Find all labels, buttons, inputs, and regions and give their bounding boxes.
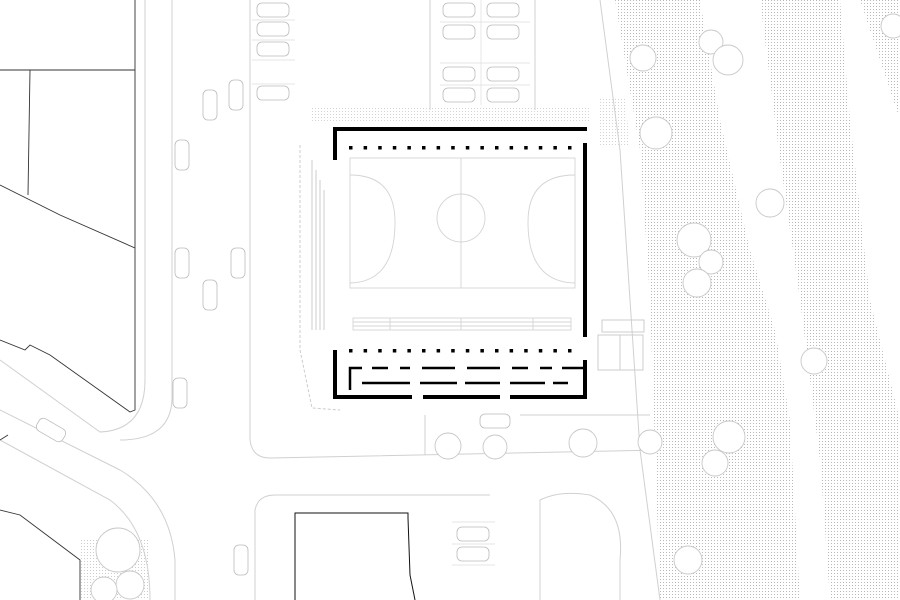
east-annex [597,319,645,371]
structural-column [568,349,572,353]
structural-column [480,349,484,353]
parcels [0,0,136,600]
interior-partitions [348,366,583,390]
structural-column [422,349,426,353]
vegetation-strip [80,0,900,600]
structural-column [392,146,397,150]
structural-column [436,349,441,353]
structural-column [553,349,557,353]
structural-column [407,349,411,353]
structural-column [349,349,353,353]
trees [90,13,900,600]
parking-bays [252,0,530,566]
sports-court [349,157,576,331]
structural-column [524,349,528,353]
structural-column [363,146,368,150]
structural-column [509,349,514,353]
structural-column [378,349,382,353]
neighbouring-building [294,512,416,600]
parked-cars [35,2,520,576]
structural-column [363,349,368,353]
structural-column [538,146,543,150]
structural-column [568,146,572,150]
roads [0,0,661,600]
structural-column [422,146,426,150]
structural-column [538,349,543,353]
structural-column [378,146,382,150]
terrace-outline [299,145,341,411]
structural-column [451,349,455,353]
structural-column [495,146,499,150]
structural-column [509,146,514,150]
building-walls [333,127,587,399]
structural-column [495,349,499,353]
structural-column [392,349,397,353]
structural-column [465,349,470,353]
structural-column [451,146,455,150]
column-rows [349,146,572,353]
structural-column [553,146,557,150]
structural-column [465,146,470,150]
structural-column [436,146,441,150]
ramp-lines [311,160,325,330]
structural-column [524,146,528,150]
structural-column [480,146,484,150]
structural-column [349,146,353,150]
structural-column [407,146,411,150]
